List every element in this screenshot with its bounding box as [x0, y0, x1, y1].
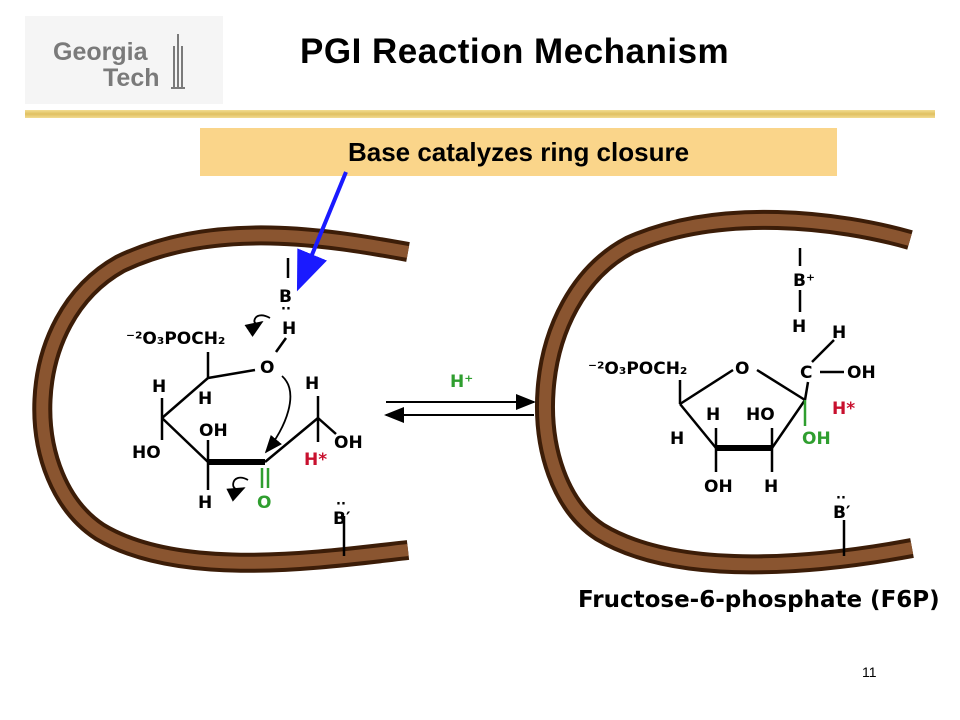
left-h-star: H* — [304, 450, 327, 470]
slide-title: PGI Reaction Mechanism — [300, 32, 730, 71]
subtitle-text: Base catalyzes ring closure — [347, 136, 690, 167]
equilibrium-label: H⁺ — [450, 372, 473, 392]
right-base-bottom: B′ — [833, 503, 851, 523]
left-structure-bonds — [160, 258, 346, 556]
right-structure-bonds — [678, 248, 846, 556]
pointer-arrow — [296, 171, 348, 292]
structure-caption: Fructose-6-phosphate (F6P) — [578, 587, 940, 613]
right-ring-o: O — [735, 359, 749, 379]
left-ring-o: O — [260, 358, 274, 378]
left-base-top: B — [279, 287, 292, 307]
subtitle-banner: Base catalyzes ring closure — [200, 128, 837, 176]
right-c-oh: OH — [847, 363, 876, 383]
left-base-bottom-lone-pair: ·· — [336, 497, 346, 512]
left-carbonyl-o: O — [257, 493, 271, 513]
right-ring-h-bottom: H — [764, 477, 778, 497]
right-ring-oh-bottom: OH — [704, 477, 733, 497]
right-base-h: H — [792, 317, 806, 337]
left-c4-h: H — [198, 493, 212, 513]
right-base-top: B⁺ — [793, 271, 815, 291]
left-c5-h: H — [305, 374, 319, 394]
left-base-bottom: B′ — [333, 509, 351, 529]
page-number: 11 — [862, 664, 877, 680]
left-curved-arrows — [226, 314, 292, 502]
right-c-h: H — [832, 323, 846, 343]
left-carbonyl-double-bond — [260, 468, 270, 488]
equilibrium-arrows — [384, 394, 536, 423]
right-ring-oh-green: OH — [802, 429, 831, 449]
right-ring-h-inner: H — [706, 405, 720, 425]
left-enzyme-pocket — [32, 225, 410, 573]
left-c5-oh: OH — [334, 433, 363, 453]
title-divider — [25, 110, 935, 118]
right-enzyme-pocket — [535, 209, 914, 575]
logo-line-1: Georgia — [53, 38, 149, 66]
right-h-star: H* — [832, 399, 855, 419]
logo-line-2: Tech — [103, 64, 160, 92]
left-c2-h: H — [152, 377, 166, 397]
georgia-tech-logo: Georgia Tech — [25, 16, 223, 104]
left-structure-labels: B ·· H ⁻²O₃POCH₂ O H H HO OH H H OH H* O… — [126, 287, 363, 529]
right-structure-labels: B⁺ H ⁻²O₃POCH₂ O C H OH H* H HO H OH OH … — [588, 271, 876, 523]
left-phosphate: ⁻²O₃POCH₂ — [126, 329, 225, 349]
left-base-top-lone-pair: ·· — [281, 302, 291, 317]
left-c3-ho: HO — [132, 443, 161, 463]
tower-icon — [171, 34, 185, 89]
left-c3-h-upper: H — [198, 389, 212, 409]
right-base-bottom-lone-pair: ·· — [836, 491, 846, 506]
left-c4-oh: OH — [199, 421, 228, 441]
right-phosphate: ⁻²O₃POCH₂ — [588, 359, 687, 379]
right-anomeric-c: C — [800, 363, 812, 383]
right-ring-ho-inner: HO — [746, 405, 775, 425]
right-ring-h-left: H — [670, 429, 684, 449]
left-base-h: H — [282, 319, 296, 339]
